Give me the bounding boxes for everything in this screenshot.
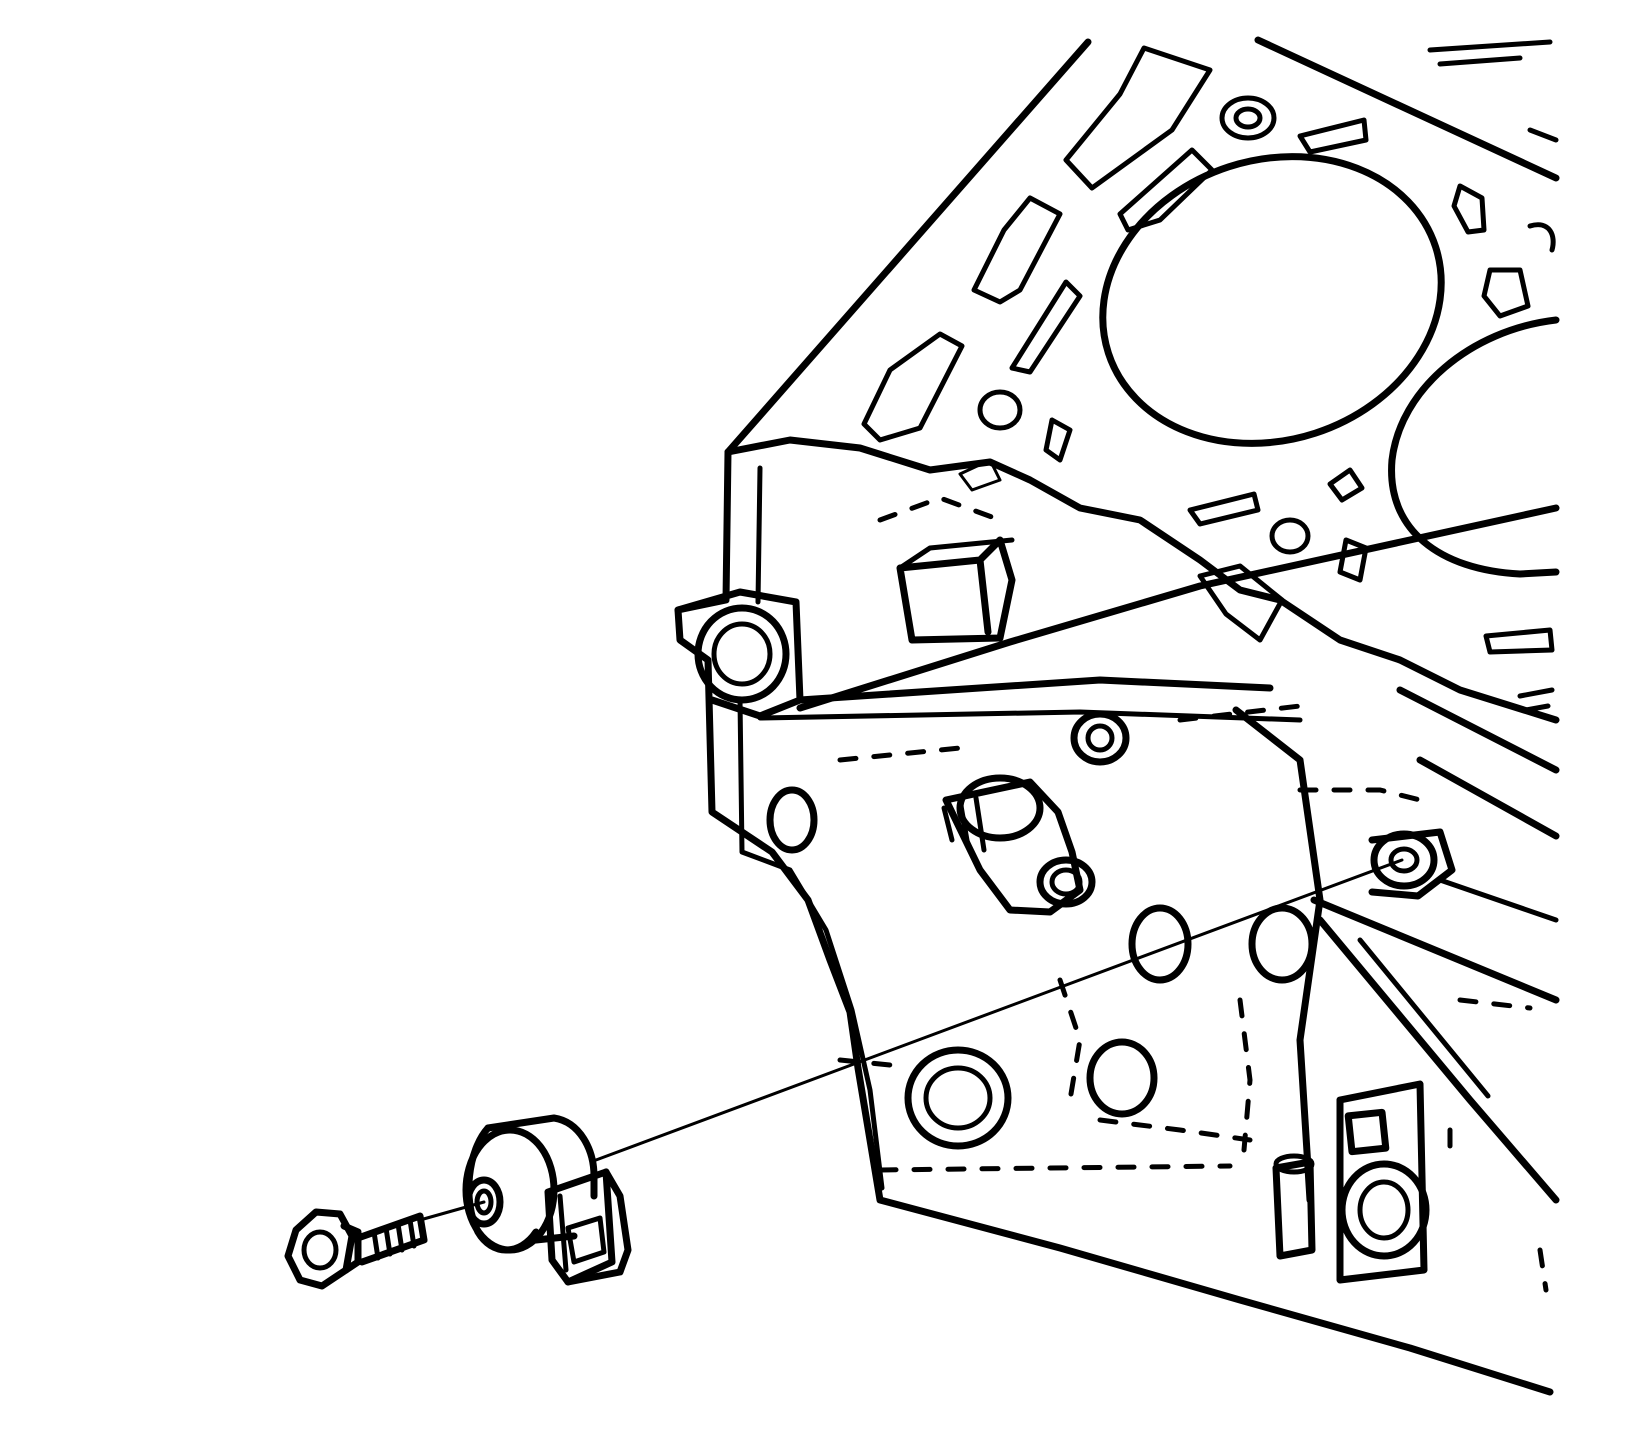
coolant-port	[1517, 687, 1555, 713]
bracket-rib	[757, 709, 1303, 723]
bracket-rib	[796, 504, 1560, 712]
block-deck-edge	[1254, 36, 1560, 182]
hidden-edge	[1237, 997, 1253, 1153]
mount-boss	[694, 604, 790, 704]
coolant-port	[1063, 45, 1213, 191]
square-pad-top	[897, 537, 1015, 571]
dowel-top	[1273, 1153, 1315, 1175]
coolant-port	[1481, 267, 1531, 319]
hidden-edge	[1457, 997, 1533, 1011]
coolant-port	[1527, 127, 1559, 143]
bolt-hole	[1219, 95, 1277, 141]
coolant-port	[1117, 147, 1215, 233]
bracket	[674, 588, 804, 720]
coolant-port	[971, 195, 1063, 305]
hidden-edge	[1097, 1117, 1253, 1143]
mount-pad	[1368, 828, 1456, 900]
block-rib	[1316, 916, 1560, 1204]
alignment-line-sensor-to-block	[594, 858, 1404, 1162]
dowel	[1272, 1158, 1316, 1260]
knock-sensor	[462, 1114, 632, 1286]
hidden-edge	[877, 495, 1003, 523]
square-pad	[896, 536, 1016, 644]
bracket-rib	[796, 676, 1274, 704]
coolant-port	[1043, 417, 1073, 463]
coolant-port	[1327, 467, 1365, 503]
bolt-hole	[1085, 723, 1115, 753]
sensor-bolt	[284, 1208, 428, 1290]
cylinder-bore-2	[1388, 316, 1560, 578]
coolant-port	[1527, 222, 1556, 253]
bolt-hole	[1233, 106, 1263, 130]
hidden-edge	[837, 745, 963, 763]
coolant-port	[1337, 537, 1369, 583]
coolant-port	[1451, 183, 1487, 235]
square-hole	[1344, 1108, 1390, 1156]
cylinder-bore-1	[1099, 153, 1445, 447]
block-inner-edge	[737, 465, 885, 1191]
bolt-hole	[1269, 517, 1311, 555]
block-deck-edge-2	[1427, 39, 1553, 67]
block-rib	[1357, 937, 1491, 1099]
coolant-port	[1187, 491, 1261, 527]
coolant-port	[958, 458, 1002, 492]
hidden-edge	[877, 1163, 1233, 1173]
bolt-hole	[1338, 1160, 1430, 1260]
hidden-edge	[1297, 787, 1423, 803]
bolt-hole	[904, 1046, 1012, 1150]
bolt-hole	[1128, 904, 1192, 984]
cam-sensor	[941, 774, 1096, 916]
block-rib	[1396, 686, 1560, 774]
hidden-edge	[837, 1057, 903, 1069]
bolt-hole	[1070, 710, 1130, 766]
bolt-hole	[1086, 1038, 1158, 1118]
block-rib	[1310, 896, 1560, 1004]
hidden-edge	[1057, 977, 1083, 1103]
bolt-hole	[1357, 1179, 1411, 1241]
engine-block	[674, 36, 1560, 1396]
hidden-edge	[1537, 1247, 1549, 1293]
block-rib	[1437, 877, 1559, 923]
deck-lower-edge	[724, 436, 1560, 724]
coolant-port	[1297, 117, 1369, 155]
coolant-port	[1483, 627, 1555, 655]
knock-sensor-mount-hole	[1388, 846, 1420, 874]
coolant-port	[861, 331, 965, 443]
mount-boss	[711, 621, 773, 687]
bolt-hole	[1248, 904, 1316, 984]
bolt-hole	[977, 389, 1023, 431]
alignment-line-bolt-to-sensor	[418, 1200, 486, 1222]
coolant-port	[1197, 563, 1285, 643]
block-rib	[1416, 756, 1560, 840]
coolant-port	[1009, 279, 1083, 375]
hidden-edge	[1177, 703, 1303, 723]
bolt-hole	[923, 1065, 993, 1131]
bolt-hole	[766, 786, 818, 854]
